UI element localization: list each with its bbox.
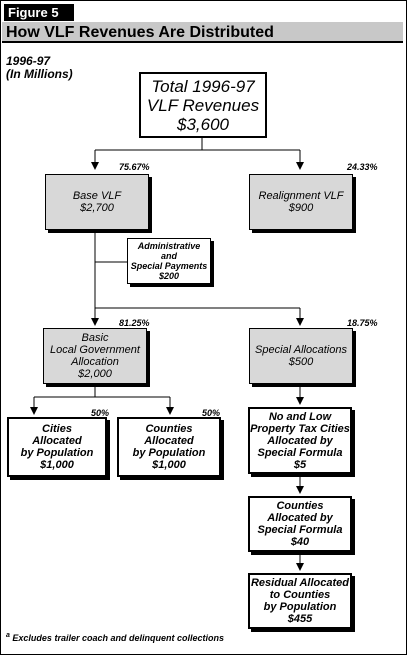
total-line1: Total 1996-97 — [151, 76, 255, 96]
footnote-text: Excludes trailer coach and delinquent co… — [12, 633, 224, 643]
counties-pct: 50% — [202, 408, 221, 418]
subtitle-units: (In Millions) — [6, 67, 73, 81]
admin-line2: and — [160, 251, 177, 261]
figure-label: Figure 5 — [4, 4, 74, 21]
basic-local-line3: Allocation — [71, 356, 119, 368]
counties-special-formula-box: Counties Allocated by Special Formula $4… — [248, 496, 352, 552]
no-low-amount: $5 — [293, 458, 307, 471]
residual-line1: Residual Allocated — [250, 577, 349, 589]
special-alloc-pct: 18.75% — [347, 318, 378, 328]
total-vlf-box: Total 1996-97 VLF Revenues $3,600 — [139, 72, 267, 138]
footnote: a Excludes trailer coach and delinquent … — [6, 632, 224, 643]
basic-local-line1: Basic — [81, 332, 109, 344]
realignment-vlf-label: Realignment VLF — [258, 190, 344, 202]
no-low-line3: Allocated by — [267, 434, 333, 447]
realignment-vlf-box: Realignment VLF $900 — [249, 174, 353, 230]
counties-line2: Allocated — [144, 435, 194, 447]
cities-pct: 50% — [91, 408, 110, 418]
cities-line1: Cities — [42, 423, 72, 435]
special-alloc-label: Special Allocations — [255, 344, 347, 356]
total-amount: $3,600 — [177, 114, 229, 134]
base-vlf-amount: $2,700 — [80, 202, 114, 214]
counties-special-amount: $40 — [290, 536, 310, 548]
no-low-line4: Special Formula — [257, 446, 343, 459]
counties-special-line3: Special Formula — [257, 524, 343, 536]
residual-amount: $455 — [287, 613, 313, 625]
admin-line1: Administrative — [137, 241, 201, 251]
figure-title: How VLF Revenues Are Distributed — [2, 22, 403, 43]
cities-line3: by Population — [20, 447, 94, 459]
residual-allocated-box: Residual Allocated to Counties by Popula… — [248, 573, 352, 629]
no-low-line2: Property Tax Cities — [250, 422, 350, 435]
special-alloc-box: Special Allocations $500 — [249, 328, 353, 384]
counties-box: Counties Allocated by Population $1,000 — [117, 417, 221, 477]
counties-amount: $1,000 — [152, 459, 186, 471]
subtitle-year: 1996-97 — [6, 54, 51, 68]
admin-line3: Special Payments — [130, 261, 208, 271]
realignment-vlf-pct: 24.33% — [347, 162, 378, 172]
basic-local-pct: 81.25% — [119, 318, 150, 328]
subtitle: 1996-97 (In Millions) — [6, 55, 73, 81]
special-alloc-amount: $500 — [288, 356, 314, 368]
cities-amount: $1,000 — [40, 459, 74, 471]
counties-special-line1: Counties — [276, 500, 324, 512]
base-vlf-pct: 75.67% — [119, 162, 150, 172]
realignment-vlf-amount: $900 — [288, 202, 314, 214]
residual-line3: by Population — [263, 601, 337, 613]
basic-local-line2: Local Government — [50, 344, 140, 356]
admin-payments-box: Administrative and Special Payments $200 — [127, 238, 211, 284]
residual-line2: to Counties — [269, 589, 331, 601]
counties-special-line2: Allocated by — [267, 512, 333, 524]
base-vlf-box: Base VLF $2,700 — [45, 174, 149, 230]
basic-local-box: Basic Local Government Allocation $2,000 — [43, 328, 147, 384]
cities-box: Cities Allocated by Population $1,000 — [7, 417, 107, 477]
no-low-property-tax-box: No and Low Property Tax Cities Allocated… — [248, 407, 352, 474]
counties-line1: Counties — [145, 423, 193, 435]
cities-line2: Allocated — [32, 435, 82, 447]
basic-local-amount: $2,000 — [78, 368, 112, 380]
footnote-marker: a — [6, 632, 10, 639]
counties-line3: by Population — [132, 447, 206, 459]
base-vlf-label: Base VLF — [72, 190, 122, 202]
total-line2: VLF Revenues — [146, 95, 260, 115]
no-low-line1: No and Low — [268, 410, 332, 423]
admin-amount: $200 — [158, 271, 180, 281]
